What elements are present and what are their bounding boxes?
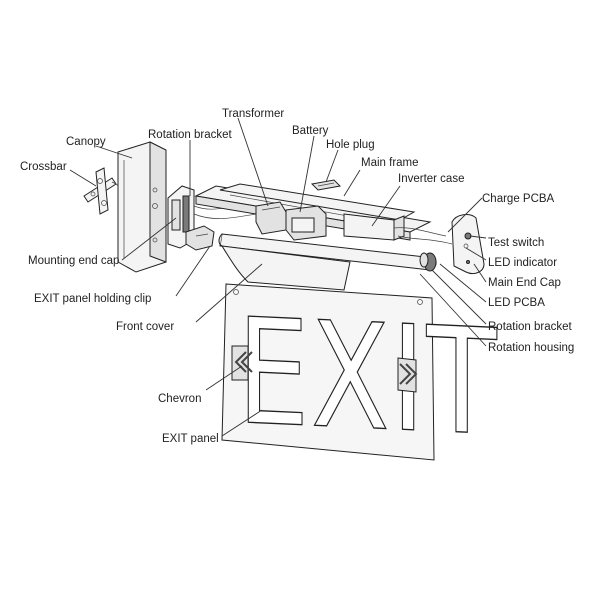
exit-panel-part: EXIT	[221, 283, 499, 469]
label-mounting-end-cap: Mounting end cap	[28, 255, 119, 267]
label-front-cover: Front cover	[116, 321, 174, 333]
crossbar-part	[83, 167, 133, 215]
label-led-pcba: LED PCBA	[488, 297, 545, 309]
mounting-end-cap-part	[167, 185, 257, 251]
label-exit-panel: EXIT panel	[162, 433, 219, 445]
label-canopy: Canopy	[66, 136, 106, 148]
label-hole-plug: Hole plug	[326, 139, 375, 151]
left-chevron	[231, 345, 253, 381]
main-end-cap-part	[451, 214, 485, 275]
leader-lines	[69, 117, 487, 437]
label-test-switch: Test switch	[488, 237, 544, 249]
label-main-end-cap: Main End Cap	[488, 277, 561, 289]
label-rotation-bracket-left: Rotation bracket	[148, 129, 233, 141]
main-frame-part	[194, 179, 453, 245]
label-chevron: Chevron	[158, 393, 201, 405]
label-rotation-bracket-right: Rotation bracket	[488, 321, 573, 333]
label-charge-pcba: Charge PCBA	[482, 193, 555, 205]
label-transformer: Transformer	[222, 108, 284, 120]
label-battery: Battery	[292, 125, 329, 137]
label-rotation-housing: Rotation housing	[488, 342, 574, 354]
right-chevron	[397, 357, 418, 393]
front-cover-part	[218, 233, 437, 291]
rotation-housing-part	[419, 252, 437, 272]
exit-letters: EXIT	[236, 286, 498, 469]
label-inverter-case: Inverter case	[398, 173, 464, 185]
label-crossbar: Crossbar	[20, 161, 67, 173]
label-exit-panel-holding-clip: EXIT panel holding clip	[34, 293, 151, 305]
canopy-part	[117, 141, 167, 273]
exit-sign-text: EXIT	[237, 286, 498, 468]
label-led-indicator: LED indicator	[488, 257, 557, 269]
label-main-frame: Main frame	[361, 157, 419, 169]
labels: Transformer Battery Canopy Rotation brac…	[20, 108, 574, 445]
